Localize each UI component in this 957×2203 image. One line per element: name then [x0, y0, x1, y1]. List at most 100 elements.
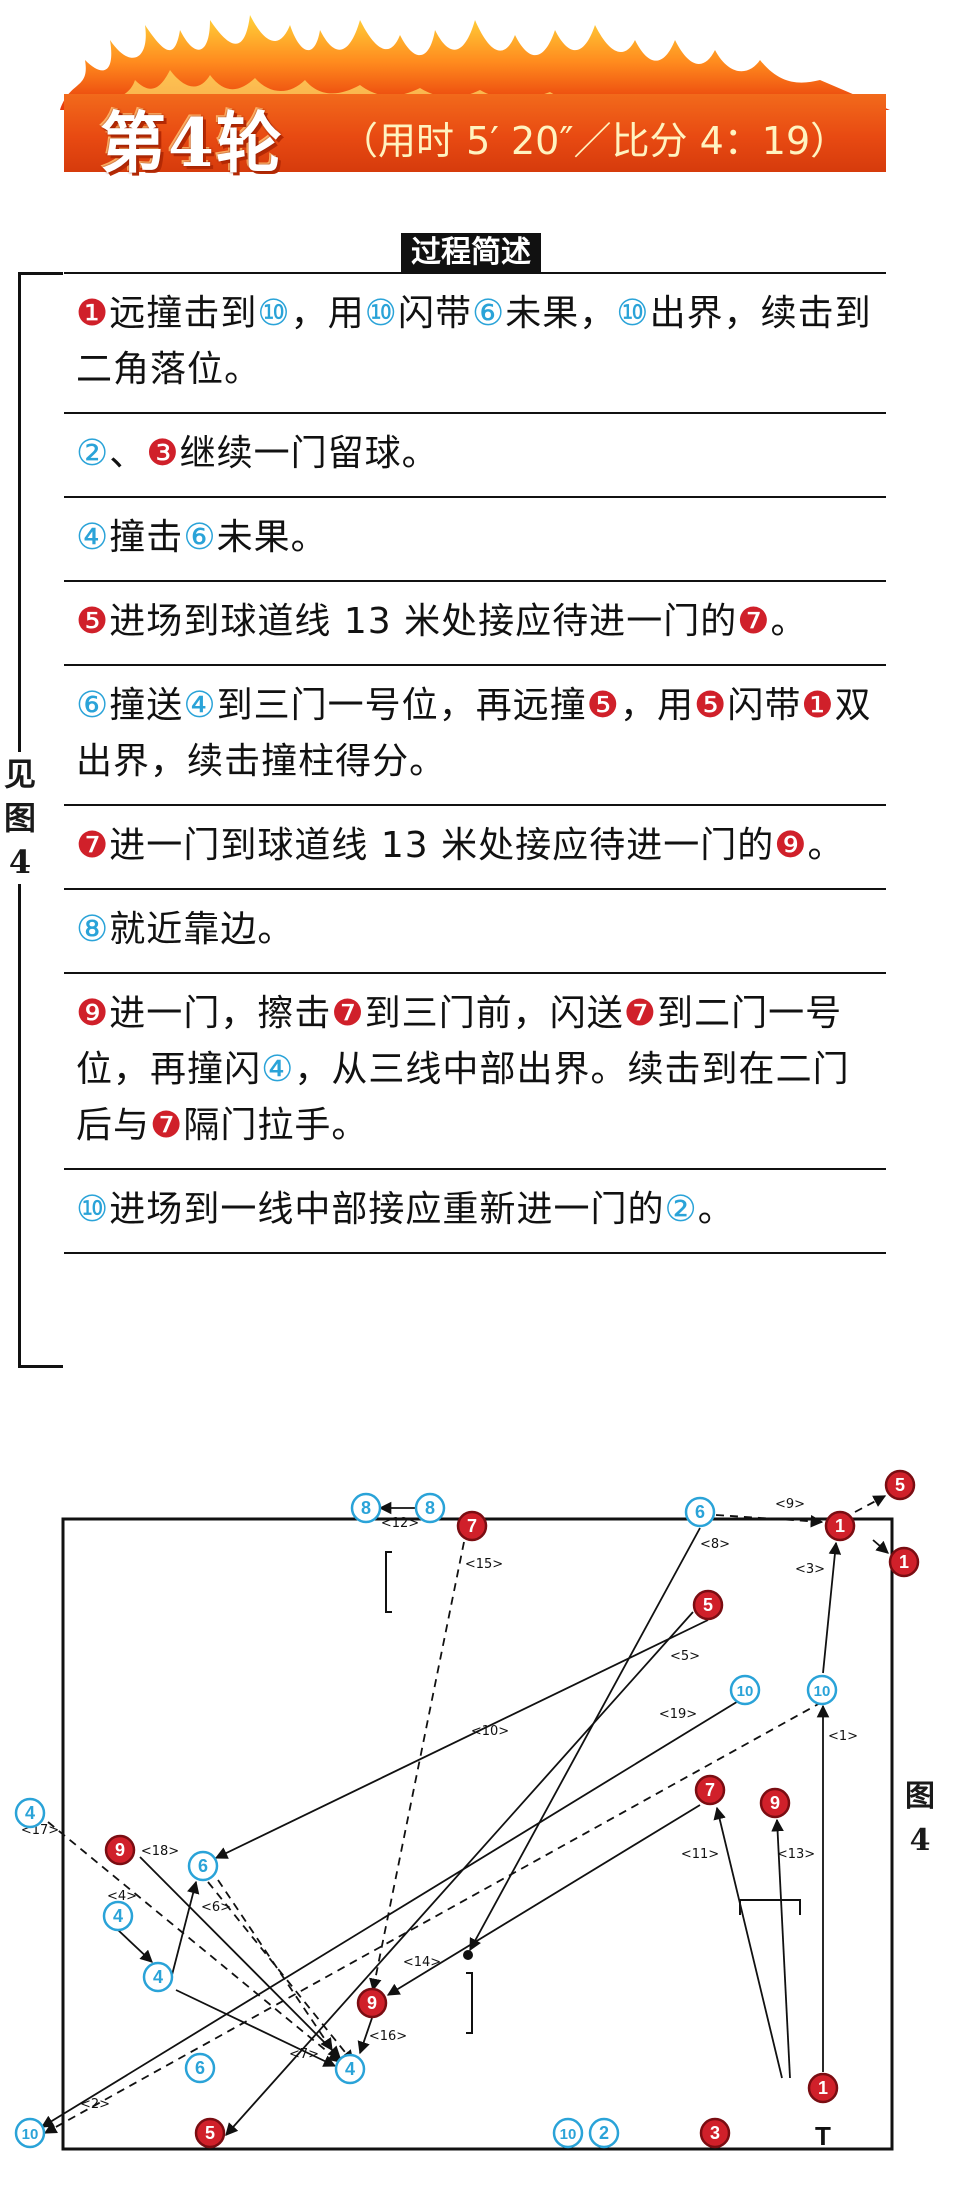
ball-number: 9: [770, 1793, 780, 1813]
blue-ball-icon: 4: [102, 1900, 134, 1932]
step-label: <15>: [465, 1557, 503, 1572]
ball-circle: [334, 2053, 366, 2085]
blue-ball-icon: 4: [14, 1797, 46, 1829]
blue-ball-ref: ⑥: [76, 685, 110, 726]
ball-number: 7: [705, 1780, 715, 1800]
ball-number: 10: [737, 1683, 754, 1700]
process-step: ❼进一门到球道线 13 米处接应待进一门的❾。: [64, 804, 886, 888]
red-ball-icon: 7: [456, 1510, 488, 1542]
path-arrow: [872, 1539, 889, 1554]
blue-ball-icon: 8: [350, 1492, 382, 1524]
blue-ball-ref: ⑩: [257, 293, 291, 334]
step-text: ❼进一门到球道线 13 米处接应待进一门的❾。: [76, 825, 845, 866]
step-text: ④撞击⑥未果。: [76, 517, 328, 558]
path-arrow: [713, 1806, 783, 2079]
ball-number: 5: [205, 2123, 215, 2143]
ball-circle: [552, 2117, 584, 2149]
ball-circle: [350, 1492, 382, 1524]
path-arrow: [469, 1527, 701, 1952]
blue-ball-icon: 10: [14, 2117, 46, 2149]
step-label: <19>: [659, 1707, 697, 1722]
blue-ball-ref: ④: [261, 1049, 295, 1090]
ball-number: 1: [818, 2078, 828, 2098]
process-step: ❾进一门，擦击❼到三门前，闪送❼到二门一号位，再撞闪④，从三线中部出界。续击到在…: [64, 972, 886, 1168]
step-label: <16>: [369, 2029, 407, 2044]
path-arrow: [386, 1804, 701, 1996]
red-ball-ref: ❼: [76, 825, 110, 866]
blue-ball-ref: ⑩: [364, 293, 398, 334]
red-ball-ref: ❼: [331, 993, 365, 1034]
blue-ball-ref: ⑩: [616, 293, 650, 334]
blue-ball-icon: 4: [334, 2053, 366, 2085]
ball-number: 6: [198, 1856, 208, 1876]
ball-number: 4: [153, 1967, 163, 1987]
blue-ball-ref: ④: [76, 517, 110, 558]
red-ball-icon: 1: [824, 1510, 856, 1542]
path-arrow: [854, 1495, 887, 1513]
step-label: <5>: [670, 1649, 700, 1664]
blue-ball-ref: ⑥: [183, 517, 217, 558]
ball-circle: [14, 1797, 46, 1829]
step-text: ⑥撞送④到三门一号位，再远撞❺，用❺闪带❶双出界，续击撞柱得分。: [76, 685, 872, 782]
step-text: ②、❸继续一门留球。: [76, 433, 439, 474]
ball-circle: [14, 2117, 46, 2149]
ball-circle: [588, 2117, 620, 2149]
ball-number: 6: [695, 1502, 705, 1522]
gate-bracket: [739, 1899, 801, 1915]
ball-number: 5: [703, 1595, 713, 1615]
step-label: <2>: [80, 2097, 110, 2112]
blue-ball-ref: ⑧: [76, 909, 110, 950]
step-text: ⑩进场到一线中部接应重新进一门的②。: [76, 1189, 735, 1230]
blue-ball-ref: ⑩: [76, 1189, 110, 1230]
ball-circle: [414, 1492, 446, 1524]
gate-bracket: [466, 1972, 473, 2034]
ball-circle: [102, 1900, 134, 1932]
blue-ball-ref: ②: [664, 1189, 698, 1230]
ball-circle: [142, 1961, 174, 1993]
red-ball-icon: 5: [692, 1589, 724, 1621]
step-label: <4>: [107, 1889, 137, 1904]
path-arrow: [40, 1699, 741, 2128]
blue-ball-icon: 4: [142, 1961, 174, 1993]
blue-ball-ref: ⑥: [471, 293, 506, 334]
ball-number: 9: [115, 1840, 125, 1860]
path-arrow: [47, 1821, 341, 2063]
path-arrow: [357, 2017, 373, 2055]
path-arrow: [171, 1880, 200, 1976]
path-lines: [40, 1495, 889, 2136]
step-label: <8>: [700, 1537, 730, 1552]
red-ball-ref: ❸: [146, 433, 180, 474]
ball-circle: [104, 1834, 136, 1866]
step-text: ❺进场到球道线 13 米处接应待进一门的❼。: [76, 601, 808, 642]
step-label: <9>: [775, 1497, 805, 1512]
path-arrow: [139, 1856, 341, 2059]
blue-ball-icon: 10: [806, 1674, 838, 1706]
ball-number: 2: [599, 2123, 609, 2143]
ball-number: 4: [25, 1803, 35, 1823]
step-label: <18>: [141, 1844, 179, 1859]
step-label: <12>: [381, 1516, 419, 1531]
ball-number: 4: [345, 2059, 355, 2079]
path-arrow: [43, 1701, 823, 2134]
ball-circle: [699, 2117, 731, 2149]
step-label: <1>: [828, 1729, 858, 1744]
red-ball-ref: ❺: [694, 685, 728, 726]
step-label: <7>: [289, 2047, 319, 2062]
ball-number: 10: [22, 2126, 39, 2143]
ball-circle: [456, 1510, 488, 1542]
process-step: ⑥撞送④到三门一号位，再远撞❺，用❺闪带❶双出界，续击撞柱得分。: [64, 664, 886, 804]
blue-ball-icon: 6: [684, 1496, 716, 1528]
ball-number: 5: [895, 1475, 905, 1495]
target-dot: [463, 1950, 473, 1960]
step-text: ❶远撞击到⑩，用⑩闪带⑥未果，⑩出界，续击到二角落位。: [76, 293, 872, 390]
step-text: ⑧就近靠边。: [76, 909, 295, 950]
t-marker: T: [815, 2121, 831, 2151]
red-ball-icon: 9: [104, 1834, 136, 1866]
path-arrow: [207, 1881, 354, 2063]
step-label: <3>: [795, 1562, 825, 1577]
step-label: <13>: [777, 1847, 815, 1862]
ball-circle: [884, 1469, 916, 1501]
blue-ball-icon: 6: [187, 1850, 219, 1882]
